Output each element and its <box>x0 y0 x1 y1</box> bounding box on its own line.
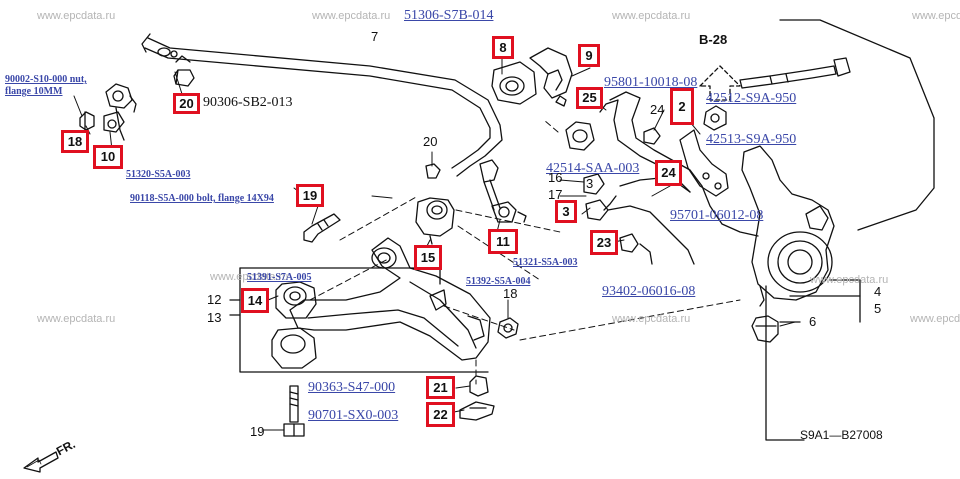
lower-arm-outline <box>289 237 491 361</box>
part-number-13: 13 <box>207 310 222 325</box>
part-link-51321-s5a-003[interactable]: 51321-S5A-003 <box>513 257 578 268</box>
drawing-code: S9A1—B27008 <box>800 428 883 442</box>
part-link-93402-06016-08[interactable]: 93402-06016-08 <box>602 284 696 299</box>
callout-8[interactable]: 8 <box>492 36 514 59</box>
watermark: www.epcdata.ru <box>912 10 960 22</box>
part-number-4: 4 <box>874 284 882 299</box>
part-number-17: 17 <box>548 187 563 202</box>
callout-19[interactable]: 19 <box>296 184 324 207</box>
part-link-95801-10018-08[interactable]: 95801-10018-08 <box>604 75 698 90</box>
callout-2[interactable]: 2 <box>670 88 694 125</box>
part-link-51320-s5a-003[interactable]: 51320-S5A-003 <box>126 169 191 180</box>
callout-14[interactable]: 14 <box>241 288 269 313</box>
callout-9[interactable]: 9 <box>578 44 600 67</box>
part-link-90002-s10-000[interactable]: 90002-S10-000 nut, <box>5 74 87 85</box>
part-number-3-plain: 3 <box>586 176 594 191</box>
callout-22[interactable]: 22 <box>426 402 455 427</box>
section-ref-b28[interactable]: B-28 <box>699 32 728 47</box>
watermark: www.epcdata.ru <box>612 313 691 325</box>
part-number-16: 16 <box>548 170 563 185</box>
part-number-6: 6 <box>809 314 817 329</box>
callout-11[interactable]: 11 <box>488 229 518 254</box>
stabilizer-bar <box>147 37 503 177</box>
part-link-42512-s9a-950[interactable]: 42512-S9A-950 <box>706 91 797 106</box>
callout-20[interactable]: 20 <box>173 93 200 114</box>
part-number-5: 5 <box>874 301 882 316</box>
part-number-24: 24 <box>650 102 665 117</box>
watermark: www.epcdata.ru <box>210 271 289 283</box>
callout-21[interactable]: 21 <box>426 376 455 399</box>
part-link-90701-sx0-003[interactable]: 90701-SX0-003 <box>308 408 399 423</box>
watermark: www.epcdata.ru <box>910 313 960 325</box>
part-link-42513-s9a-950[interactable]: 42513-S9A-950 <box>706 132 797 147</box>
watermark: www.epcdata.ru <box>810 274 889 286</box>
callout-23[interactable]: 23 <box>590 230 618 255</box>
callout-3[interactable]: 3 <box>555 200 577 223</box>
watermark: www.epcdata.ru <box>37 10 116 22</box>
part-number-18: 18 <box>503 286 518 301</box>
front-arrow <box>23 451 59 473</box>
part-number-12: 12 <box>207 292 222 307</box>
callout-18[interactable]: 18 <box>61 130 89 153</box>
callout-25[interactable]: 25 <box>576 87 603 109</box>
steering-knuckle <box>741 145 835 301</box>
part-link-90002-s10-000-line2[interactable]: flange 10MM <box>5 86 63 97</box>
part-link-51391-s7a-005[interactable]: 51391-S7A-005 <box>247 272 312 283</box>
callout-15[interactable]: 15 <box>414 245 442 270</box>
part-link-90118-s5a-000[interactable]: 90118-S5A-000 bolt, flange 14X94 <box>130 193 274 204</box>
part-number-7: 7 <box>371 29 379 44</box>
callout-24[interactable]: 24 <box>655 160 682 186</box>
watermark: www.epcdata.ru <box>312 10 391 22</box>
part-link-42514-saa-003[interactable]: 42514-SAA-003 <box>546 161 640 176</box>
part-number-19: 19 <box>250 424 265 439</box>
part-link-51392-s5a-004[interactable]: 51392-S5A-004 <box>466 276 531 287</box>
callout-10[interactable]: 10 <box>93 145 123 169</box>
watermark: www.epcdata.ru <box>612 10 691 22</box>
part-link-51306-s7b-014[interactable]: 51306-S7B-014 <box>404 8 494 23</box>
watermark: www.epcdata.ru <box>37 313 116 325</box>
part-link-90363-s47-000[interactable]: 90363-S47-000 <box>308 380 396 395</box>
part-link-95701-06012-08[interactable]: 95701-06012-08 <box>670 208 764 223</box>
part-number-20: 20 <box>423 134 438 149</box>
part-label-90306-sb2-013: 90306-SB2-013 <box>203 95 293 110</box>
